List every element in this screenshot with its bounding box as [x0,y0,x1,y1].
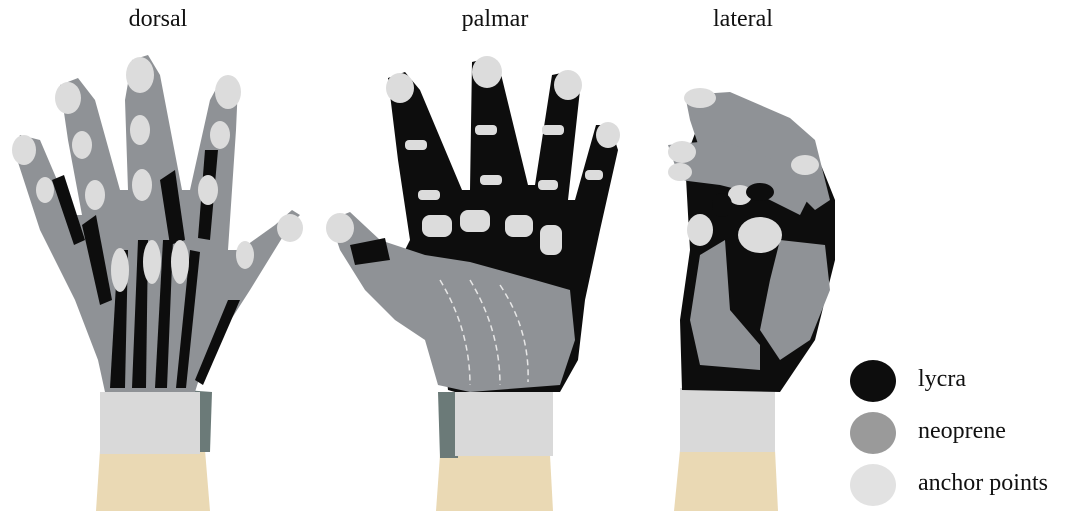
lateral-cuff [680,388,775,452]
legend-item-anchor-points: anchor points [850,464,1066,508]
anchor-points-swatch [850,464,896,506]
anchor-point [738,217,782,253]
anchor-point [472,56,502,88]
anchor-point [585,170,603,180]
anchor-point [198,175,218,205]
lateral-forearm-skin [674,450,778,511]
legend-item-lycra: lycra [850,360,1066,404]
anchor-point [554,70,582,100]
anchor-point [12,135,36,165]
anchor-point [111,248,129,292]
anchor-point [538,180,558,190]
legend-label: lycra [918,366,966,393]
lycra-swatch [850,360,896,402]
palmar-forearm-skin [436,455,553,511]
anchor-point [540,225,562,255]
anchor-point [668,141,696,163]
lycra-opening [712,193,732,217]
anchor-point [475,125,497,135]
anchor-point [596,122,620,148]
anchor-point [72,131,92,159]
anchor-point [210,121,230,149]
anchor-point [126,57,154,93]
anchor-point [505,215,533,237]
lycra-opening [746,183,774,201]
anchor-point [791,155,819,175]
anchor-point [684,88,716,108]
anchor-point [215,75,241,109]
anchor-point [277,214,303,242]
anchor-point [36,177,54,203]
anchor-point [418,190,440,200]
anchor-point [405,140,427,150]
anchor-point [386,73,414,103]
palmar-glove [326,56,620,511]
dorsal-forearm-skin [96,450,210,511]
anchor-point [687,214,713,246]
anchor-point [668,163,692,181]
lateral-glove [668,88,835,511]
legend-label: anchor points [918,470,1048,497]
dorsal-glove [12,55,303,511]
anchor-point [55,82,81,114]
legend-item-neoprene: neoprene [850,412,1066,456]
anchor-point [326,213,354,243]
anchor-point [460,210,490,232]
anchor-point [542,125,564,135]
legend-label: neoprene [918,418,1006,445]
anchor-point [422,215,452,237]
anchor-point [130,115,150,145]
palmar-cuff [455,392,553,456]
neoprene-swatch [850,412,896,454]
anchor-point [171,240,189,284]
anchor-point [132,169,152,201]
anchor-point [143,240,161,284]
anchor-point [236,241,254,269]
dorsal-cuff [100,392,200,454]
anchor-point [85,180,105,210]
anchor-point [480,175,502,185]
